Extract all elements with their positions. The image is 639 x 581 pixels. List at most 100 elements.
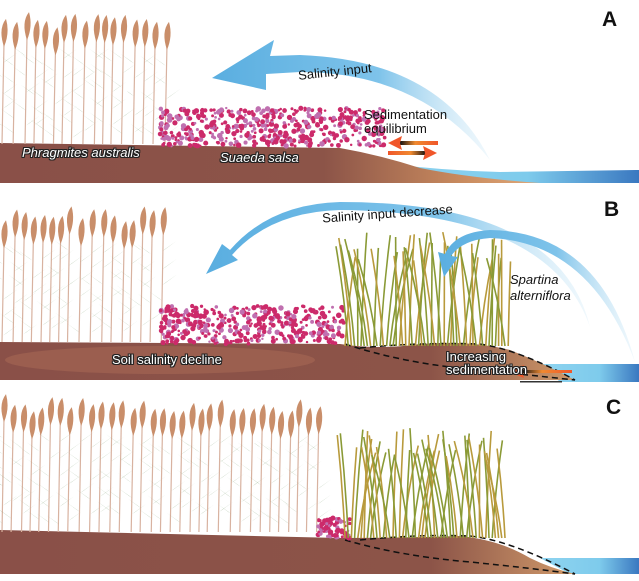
spartina-blade	[437, 257, 442, 347]
suaeda-floret	[325, 534, 330, 539]
spartina-salinity-arrow	[438, 230, 635, 362]
suaeda-floret	[257, 124, 261, 128]
suaeda-floret	[270, 120, 274, 124]
suaeda-floret	[308, 316, 312, 320]
suaeda-floret	[332, 316, 336, 320]
suaeda-floret	[317, 107, 323, 113]
spartina-blade	[403, 247, 413, 347]
suaeda-floret	[319, 528, 323, 532]
phragmites-plant	[77, 209, 106, 343]
suaeda-floret	[338, 519, 344, 524]
spartina-blade	[421, 433, 440, 539]
suaeda-floret	[216, 132, 223, 139]
suaeda-floret	[225, 136, 228, 140]
phragmites-plant	[69, 20, 98, 145]
suaeda-floret	[190, 308, 195, 313]
suaeda-floret	[345, 117, 350, 123]
spartina-blade	[442, 231, 461, 347]
phragmites-plant	[58, 13, 87, 145]
suaeda-floret	[172, 308, 176, 312]
suaeda-floret	[330, 333, 336, 339]
suaeda-floret	[200, 119, 204, 123]
phragmites-plant	[217, 409, 246, 533]
suaeda-floret	[326, 332, 330, 337]
suaeda-floret	[268, 133, 272, 137]
spartina-blade	[430, 243, 433, 347]
suaeda-floret	[226, 109, 231, 114]
suaeda-floret	[198, 137, 204, 142]
suaeda-floret	[303, 106, 307, 110]
suaeda-floret	[288, 139, 293, 143]
spartina-blade	[448, 444, 465, 539]
phragmites-plant	[127, 206, 156, 343]
suaeda-floret	[338, 115, 343, 120]
suaeda-floret	[288, 334, 294, 340]
suaeda-floret	[239, 130, 243, 133]
spartina-blade	[347, 250, 369, 347]
suaeda-floret	[292, 112, 296, 117]
suaeda-floret	[322, 332, 328, 337]
suaeda-floret	[257, 329, 262, 333]
suaeda-floret	[380, 116, 385, 122]
suaeda-floret	[316, 335, 322, 342]
suaeda-floret	[251, 112, 256, 117]
phragmites-plant	[96, 402, 125, 533]
suaeda-floret	[362, 110, 367, 116]
suaeda-floret	[291, 339, 296, 344]
phragmites-stand	[0, 394, 332, 533]
suaeda-floret	[167, 323, 172, 328]
suaeda-floret	[330, 340, 335, 345]
suaeda-floret	[371, 113, 376, 119]
spartina-blade	[470, 243, 474, 347]
suaeda-floret	[316, 330, 322, 335]
suaeda-floret	[236, 110, 242, 115]
suaeda-floret	[314, 113, 320, 119]
phragmites-plant	[108, 14, 137, 145]
suaeda-floret	[317, 530, 321, 534]
suaeda-floret	[332, 522, 337, 527]
suaeda-floret	[358, 131, 362, 135]
suaeda-floret	[317, 315, 322, 320]
suaeda-floret	[242, 118, 248, 124]
suaeda-floret	[193, 121, 197, 125]
suaeda-floret	[283, 143, 289, 149]
suaeda-floret	[175, 318, 182, 324]
suaeda-floret	[179, 313, 183, 317]
spartina-blade	[466, 439, 477, 539]
spartina-blade	[419, 245, 436, 347]
spartina-line-2: alterniflora	[510, 288, 571, 303]
suaeda-floret	[190, 312, 194, 316]
suaeda-floret	[262, 314, 268, 320]
suaeda-floret	[312, 338, 316, 343]
suaeda-floret	[290, 107, 294, 111]
suaeda-floret	[315, 122, 320, 128]
suaeda-floret	[204, 117, 208, 121]
suaeda-floret	[245, 326, 251, 332]
suaeda-floret	[371, 132, 375, 136]
suaeda-floret	[291, 128, 297, 134]
suaeda-floret	[165, 304, 171, 310]
suaeda-floret	[298, 139, 301, 142]
suaeda-floret	[193, 142, 199, 148]
suaeda-floret	[331, 116, 335, 120]
water	[540, 558, 639, 574]
suaeda-floret	[213, 111, 217, 115]
suaeda-floret	[337, 121, 344, 127]
suaeda-floret	[205, 317, 211, 323]
suaeda-floret	[331, 305, 335, 309]
suaeda-floret	[236, 306, 239, 310]
suaeda-floret	[366, 141, 371, 147]
phragmites-plant	[265, 410, 294, 533]
suaeda-floret	[267, 306, 273, 312]
suaeda-floret	[232, 339, 235, 343]
suaeda-floret	[323, 109, 327, 112]
suaeda-floret	[319, 141, 325, 147]
suaeda-floret	[165, 339, 170, 343]
phragmites-plant	[140, 21, 169, 145]
spartina-blade	[375, 446, 388, 539]
sediment-line-1: Sedimentation	[364, 107, 448, 122]
suaeda-floret	[355, 118, 361, 124]
spartina-blade	[336, 434, 346, 539]
suaeda-floret	[184, 317, 191, 323]
suaeda-floret	[270, 338, 276, 344]
